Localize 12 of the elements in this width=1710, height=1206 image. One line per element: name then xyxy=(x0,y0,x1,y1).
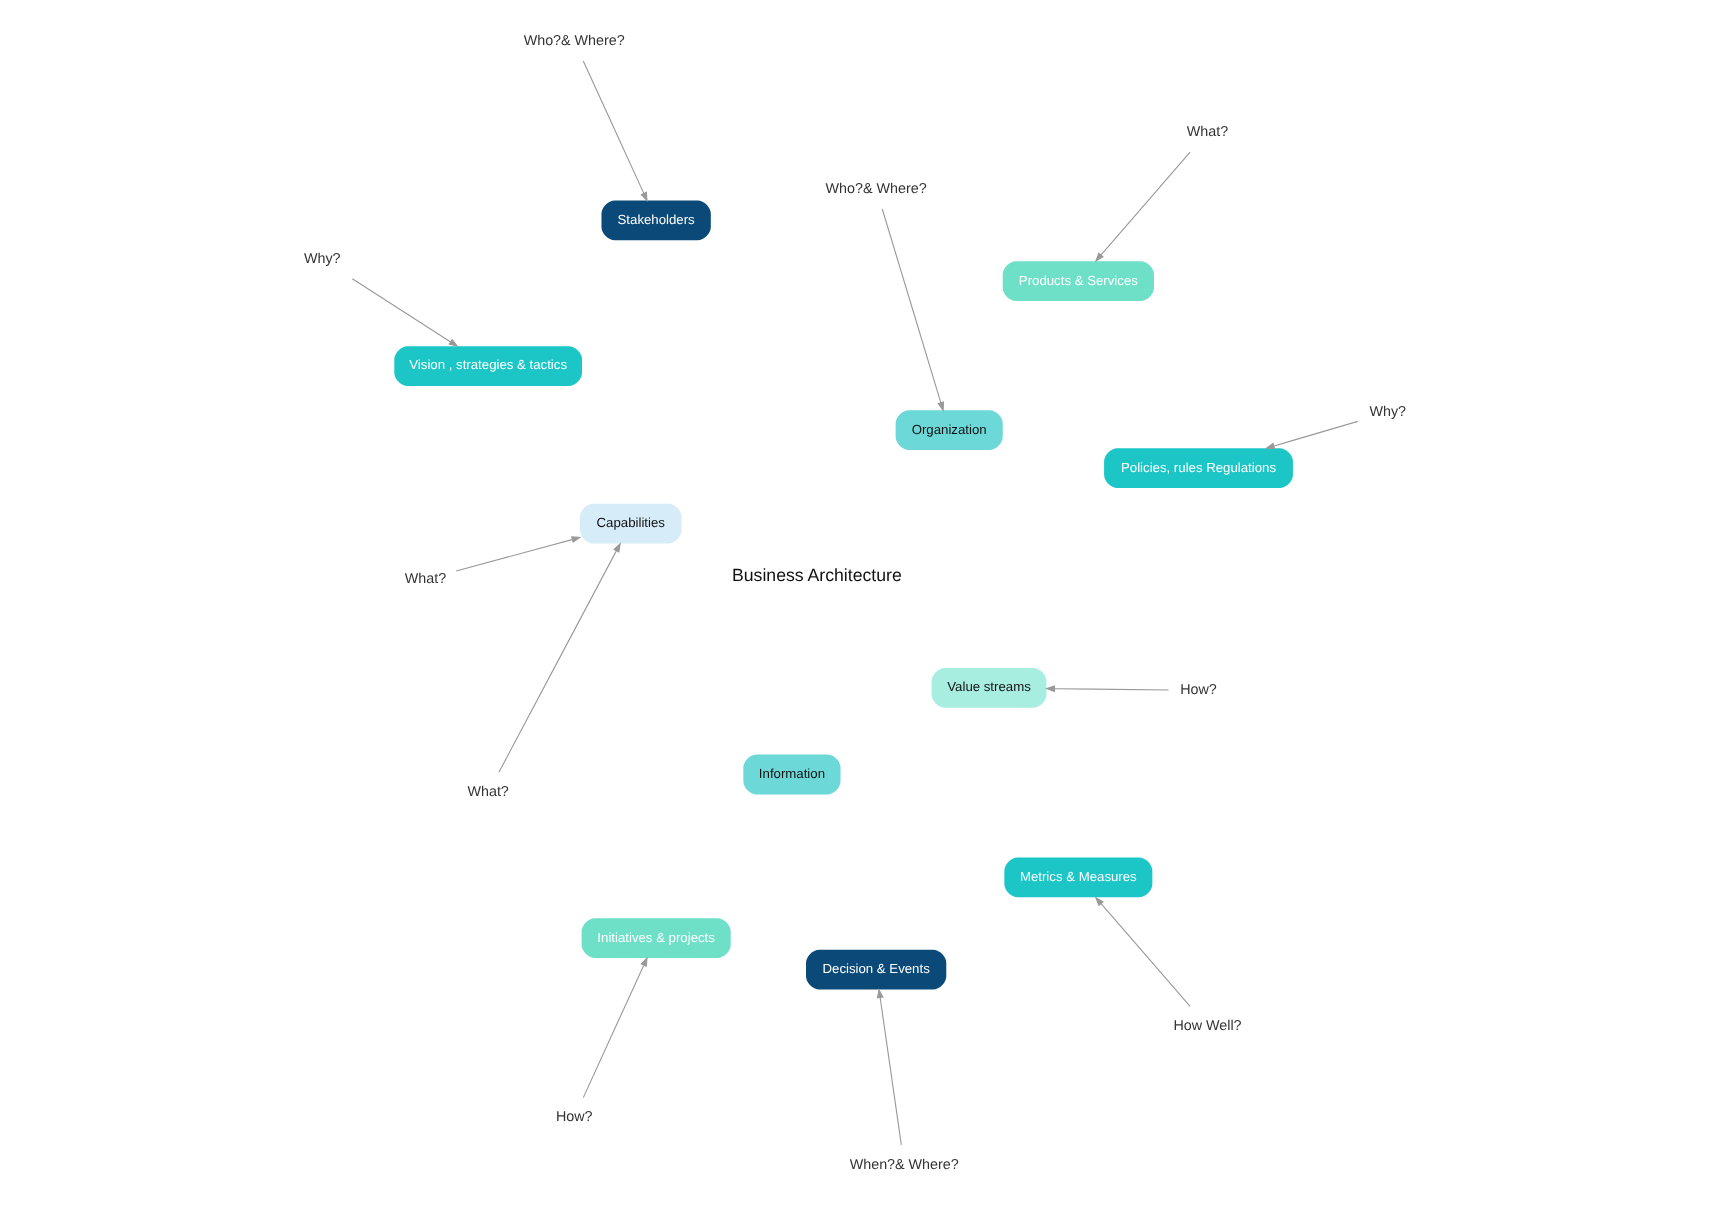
arrow xyxy=(1094,896,1191,1007)
node-text: Business Architecture xyxy=(731,565,902,586)
arrow xyxy=(1264,420,1359,450)
arrow xyxy=(1045,685,1170,693)
arrow xyxy=(582,60,648,202)
arrow xyxy=(498,542,621,773)
arrow xyxy=(1094,151,1191,263)
arrow xyxy=(876,988,902,1146)
arrow xyxy=(881,208,945,412)
arrow xyxy=(351,278,459,348)
arrow xyxy=(455,536,582,572)
arrow xyxy=(582,956,648,1099)
